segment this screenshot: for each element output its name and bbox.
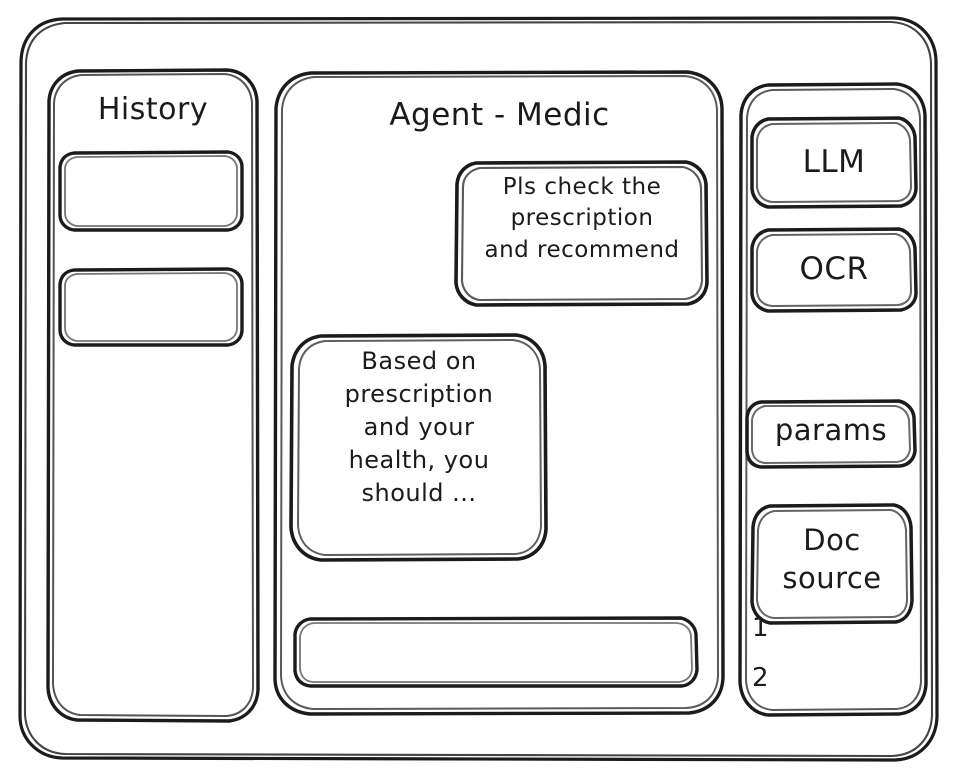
history-item[interactable]: [58, 150, 244, 232]
history-item[interactable]: [58, 267, 244, 347]
history-panel-title: History: [97, 92, 209, 127]
tool-button-doc-source-label: Doc source: [782, 523, 882, 596]
tool-button-llm-label: LLM: [802, 144, 866, 180]
doc-source-item[interactable]: 1: [752, 613, 770, 643]
tool-button-ocr-label: OCR: [799, 251, 869, 287]
main-panel-title: Agent - Medic: [389, 97, 610, 133]
agent-message-text: Based on prescription and your health, y…: [344, 347, 494, 507]
user-message-text: Pls check the prescription and recommend: [484, 174, 680, 263]
tool-button-params-label: params: [774, 413, 888, 447]
doc-source-item[interactable]: 2: [752, 663, 770, 693]
message-input[interactable]: [293, 616, 699, 688]
